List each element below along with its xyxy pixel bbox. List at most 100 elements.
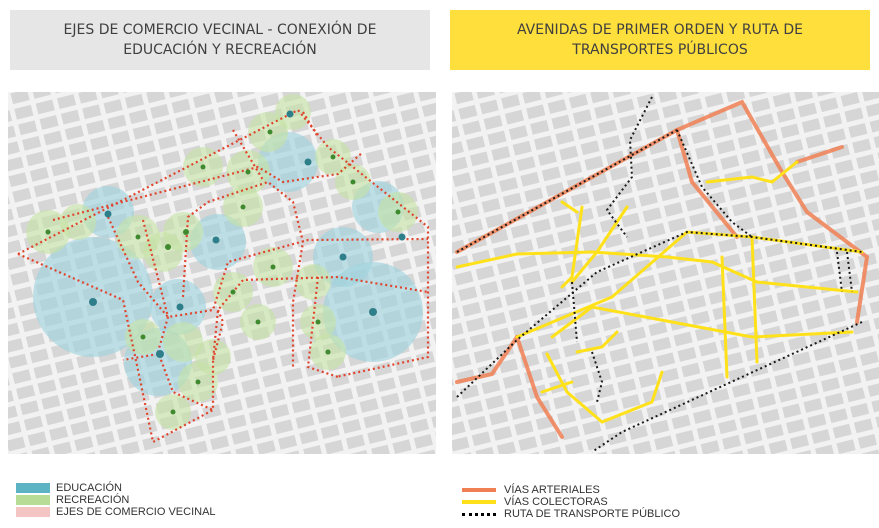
commerce-axis [52,151,364,222]
left-legend: EDUCACIÓN RECREACIÓN EJES DE COMERCIO VE… [16,482,216,518]
arterial-road [795,145,844,164]
education-point [156,350,164,358]
recreation-area [60,204,96,240]
recreation-point [270,264,276,270]
recreation-point [183,229,189,235]
recreation-area [163,322,203,362]
legend-item-education: EDUCACIÓN [16,482,216,494]
recreation-point [330,154,336,160]
arterial-road [675,99,870,324]
right-panel-title-banner: AVENIDAS DE PRIMER ORDEN Y RUTA DE TRANS… [450,10,870,70]
legend-label: RECREACIÓN [56,494,130,506]
recreation-points [45,129,401,415]
collector-road [750,235,759,364]
commerce-swatch [16,507,50,517]
commerce-education-recreation-map [8,92,436,454]
education-point [286,110,294,118]
recreation-point [200,164,206,170]
legend-label: EDUCACIÓN [56,482,123,494]
left-panel-title: EJES DE COMERCIO VECINAL - CONEXIÓN DE E… [63,22,377,58]
education-point [339,253,347,261]
commerce-axes [17,108,430,444]
collector-road [560,200,579,214]
recreation-point [135,234,141,240]
commerce-axis [17,108,430,379]
recreation-swatch [16,495,50,505]
collector-road [560,205,584,289]
transport-route [571,281,578,343]
transport-route [605,96,653,238]
recreation-point [165,244,171,250]
education-point [89,298,97,306]
collector-road [575,330,619,354]
legend-label: VÍAS ARTERIALES [504,484,600,496]
arterial-road [455,335,519,384]
recreation-point [255,319,261,325]
recreation-point [325,349,331,355]
recreation-point [195,379,201,385]
recreation-point [170,409,176,415]
transport-route [836,251,843,293]
arterial-roads-transport-map [452,92,879,454]
recreation-areas [26,94,418,430]
education-points [89,110,406,358]
commerce-axis [122,352,159,362]
recreation-point [350,179,356,185]
arterial-road [675,128,739,239]
education-point [212,236,220,244]
arterial-swatch [462,488,496,492]
legend-item-transport: RUTA DE TRANSPORTE PÚBLICO [462,508,680,520]
left-map-svg [8,92,436,454]
education-point [369,308,377,316]
collector-road [550,305,854,339]
recreation-area [295,264,331,300]
collector-road [705,160,799,184]
left-panel-title-banner: EJES DE COMERCIO VECINAL - CONEXIÓN DE E… [10,10,430,70]
education-point [304,158,312,166]
transport-swatch [462,512,496,516]
education-point [104,210,112,218]
transport-route [456,129,678,253]
collector-roads [455,160,864,424]
recreation-point [267,129,273,135]
right-panel-title: AVENIDAS DE PRIMER ORDEN Y RUTA DE TRANS… [516,22,804,58]
education-swatch [16,483,50,493]
collector-road [540,380,574,394]
collector-road [455,250,859,294]
commerce-axis [107,216,429,319]
transport-route [846,251,853,293]
recreation-point [245,169,251,175]
recreation-point [240,204,246,210]
education-areas [33,132,423,396]
recreation-area [275,94,311,130]
collector-road [545,352,604,424]
education-point [176,303,184,311]
right-map-svg [452,92,879,454]
legend-item-recreation: RECREACIÓN [16,494,216,506]
transport-route [591,351,604,403]
legend-item-commerce: EJES DE COMERCIO VECINAL [16,506,216,518]
right-legend: VÍAS ARTERIALES VÍAS COLECTORAS RUTA DE … [462,484,680,520]
arterial-road [515,335,564,439]
legend-label: EJES DE COMERCIO VECINAL [56,506,216,518]
collector-swatch [462,500,496,504]
transport-route [456,230,863,398]
commerce-axis [306,276,339,379]
legend-label: VÍAS COLECTORAS [504,496,608,508]
education-point [398,233,406,241]
legend-item-collector: VÍAS COLECTORAS [462,496,680,508]
legend-label: RUTA DE TRANSPORTE PÚBLICO [504,508,681,520]
collector-road [720,255,729,379]
legend-item-arterial: VÍAS ARTERIALES [462,484,680,496]
transport-route [676,129,753,238]
recreation-point [45,229,51,235]
public-transport-routes [456,96,863,453]
recreation-point [395,209,401,215]
commerce-axis [17,252,429,444]
recreation-point [230,289,236,295]
urban-blocks-background [452,92,879,454]
collector-road [570,205,629,284]
collector-road [600,370,664,424]
recreation-point [315,319,321,325]
recreation-point [140,334,146,340]
